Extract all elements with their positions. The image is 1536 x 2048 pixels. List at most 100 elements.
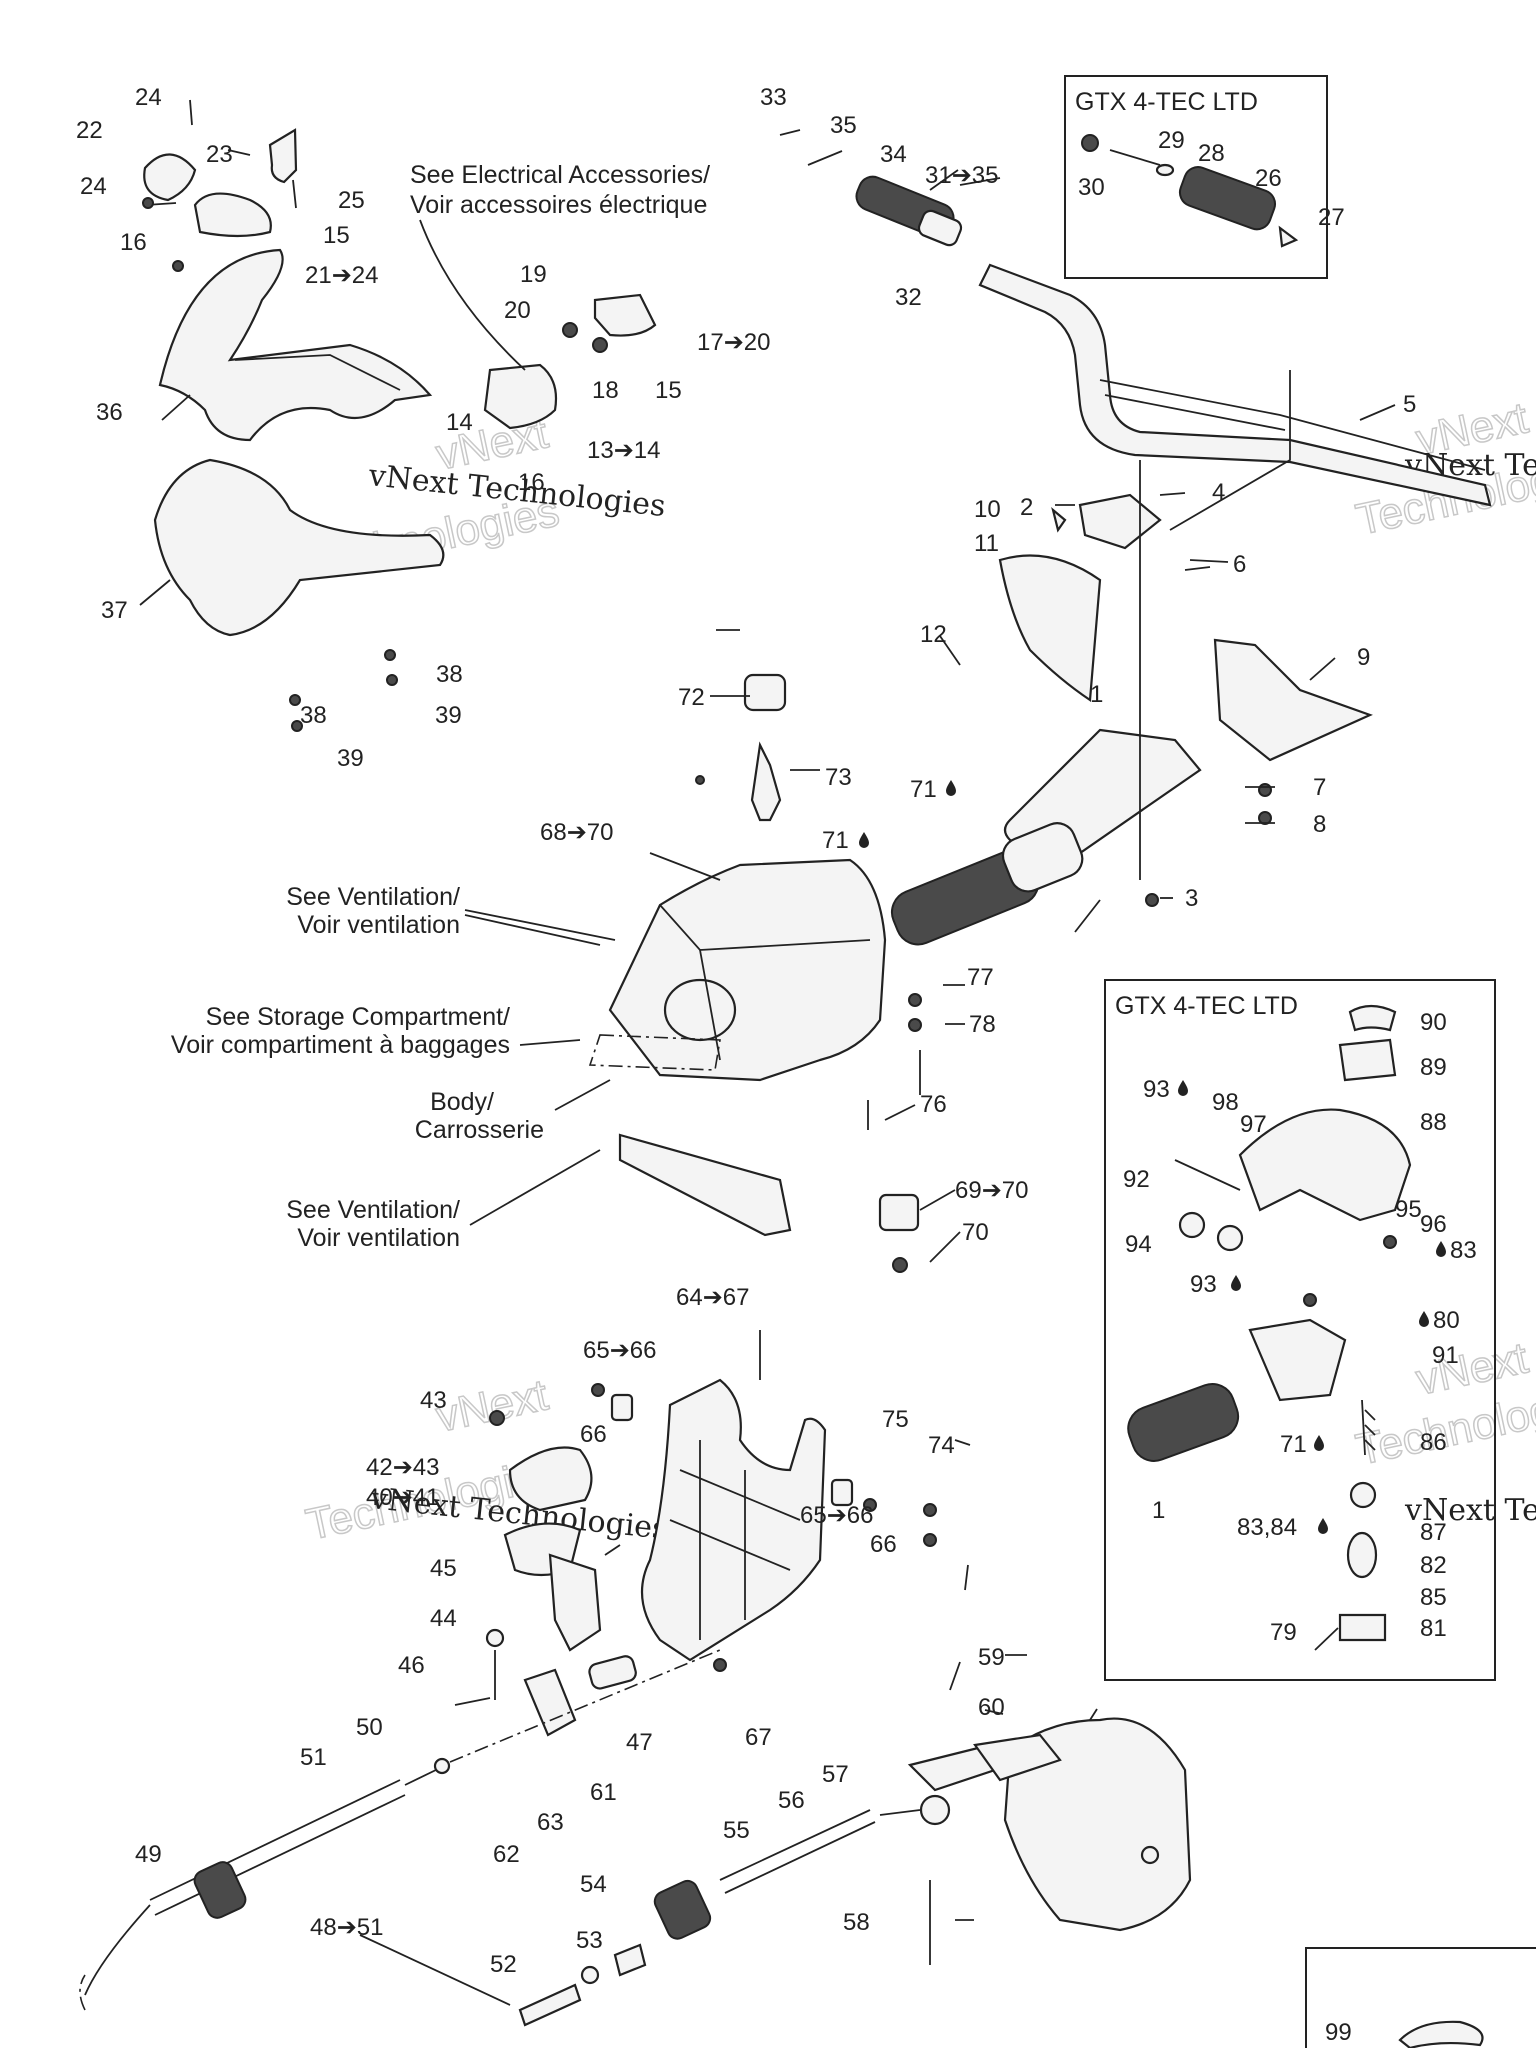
label-7: 7 (1313, 774, 1326, 801)
note-electrical-en: See Electrical Accessories/ (410, 161, 710, 189)
label-30: 30 (1078, 174, 1105, 201)
steering-column (890, 370, 1373, 946)
label-27: 27 (1318, 204, 1345, 231)
label-43: 43 (420, 1387, 447, 1414)
watermark-text-7: vNext (432, 1370, 552, 1441)
label-29: 29 (1158, 127, 1185, 154)
label-71b: 71 (822, 827, 849, 854)
label-50: 50 (356, 1714, 383, 1741)
label-1: 1 (1090, 681, 1103, 708)
steering-inset-parts (1127, 1004, 1412, 1642)
label-98: 98 (1212, 1089, 1239, 1116)
drop-icon (1436, 1241, 1446, 1257)
label-71c: 71 (1280, 1431, 1307, 1458)
label-2: 2 (1020, 494, 1033, 521)
inset-box-grip (1064, 75, 1328, 279)
note-storage-fr: Voir compartiment à baggages (171, 1031, 510, 1059)
label-19: 19 (520, 261, 547, 288)
label-67: 67 (745, 1724, 772, 1751)
grommet (743, 673, 787, 712)
label-13: 13➔14 (587, 437, 661, 464)
label-65a: 65➔66 (583, 1337, 657, 1364)
label-52: 52 (490, 1951, 517, 1978)
label-38b: 38 (300, 702, 327, 729)
label-26: 26 (1255, 165, 1282, 192)
label-73: 73 (825, 764, 852, 791)
label-5: 5 (1403, 391, 1416, 418)
stopper (750, 741, 782, 822)
label-16b: 16 (518, 469, 545, 496)
label-79: 79 (1270, 1619, 1297, 1646)
inset-title-grip: GTX 4-TEC LTD (1075, 88, 1258, 116)
label-89: 89 (1420, 1054, 1447, 1081)
label-68: 68➔70 (540, 819, 614, 846)
label-18: 18 (592, 377, 619, 404)
label-92: 92 (1123, 1166, 1150, 1193)
shift-lever-parts (454, 1410, 637, 1737)
label-62: 62 (493, 1841, 520, 1868)
label-65b: 65➔66 (800, 1502, 874, 1529)
label-99: 99 (1325, 2019, 1352, 2046)
drop-icon (1318, 1518, 1328, 1534)
label-24b: 24 (80, 173, 107, 200)
label-71a: 71 (910, 776, 937, 803)
reverse-bracket (591, 1330, 877, 1672)
label-63: 63 (537, 1809, 564, 1836)
label-17: 17➔20 (697, 329, 771, 356)
label-45: 45 (430, 1555, 457, 1582)
label-47: 47 (626, 1729, 653, 1756)
label-66b: 66 (870, 1531, 897, 1558)
label-39b: 39 (337, 745, 364, 772)
label-15a: 15 (323, 222, 350, 249)
label-16a: 16 (120, 229, 147, 256)
label-6: 6 (1233, 551, 1246, 578)
drop-icon (946, 780, 956, 796)
label-96: 96 (1420, 1211, 1447, 1238)
label-33: 33 (760, 84, 787, 111)
label-82: 82 (1420, 1552, 1447, 1579)
label-94: 94 (1125, 1231, 1152, 1258)
label-60: 60 (978, 1694, 1005, 1721)
label-42: 42➔43 (366, 1454, 440, 1481)
label-46: 46 (398, 1652, 425, 1679)
label-55: 55 (723, 1817, 750, 1844)
label-76: 76 (920, 1091, 947, 1118)
note-ventilation2-fr: Voir ventilation (297, 1224, 460, 1252)
label-32: 32 (895, 284, 922, 311)
label-97: 97 (1240, 1111, 1267, 1138)
lower-cover (153, 458, 445, 637)
jet-nozzle (907, 1503, 1192, 1965)
label-59: 59 (978, 1644, 1005, 1671)
label-61: 61 (590, 1779, 617, 1806)
drop-icon (859, 832, 869, 848)
label-74: 74 (928, 1432, 955, 1459)
label-20: 20 (504, 297, 531, 324)
label-56: 56 (778, 1787, 805, 1814)
watermark-text-12: vNext Technologies (1404, 1493, 1536, 1528)
label-81: 81 (1420, 1615, 1447, 1642)
label-31: 31➔35 (925, 162, 999, 189)
label-86: 86 (1420, 1429, 1447, 1456)
label-34: 34 (880, 141, 907, 168)
label-36: 36 (96, 399, 123, 426)
label-83a: 83 (1450, 1237, 1477, 1264)
note-body-fr: Carrosserie (415, 1116, 544, 1144)
label-25: 25 (338, 187, 365, 214)
label-95: 95 (1395, 1196, 1422, 1223)
note-ventilation1-en: See Ventilation/ (286, 883, 460, 911)
callout-notes: See Electrical Accessories/ Voir accesso… (171, 161, 710, 1252)
label-51: 51 (300, 1744, 327, 1771)
clamp (1398, 2020, 1484, 2048)
note-storage-en: See Storage Compartment/ (206, 1003, 510, 1031)
label-21: 21➔24 (305, 262, 379, 289)
steering-support (588, 858, 922, 1273)
label-66a: 66 (580, 1421, 607, 1448)
left-control-parts (142, 99, 298, 272)
cables (79, 1649, 951, 2027)
label-14: 14 (446, 409, 473, 436)
grip-inset-parts (1081, 134, 1299, 248)
label-69: 69➔70 (955, 1177, 1029, 1204)
label-58: 58 (843, 1909, 870, 1936)
label-80: 80 (1433, 1307, 1460, 1334)
